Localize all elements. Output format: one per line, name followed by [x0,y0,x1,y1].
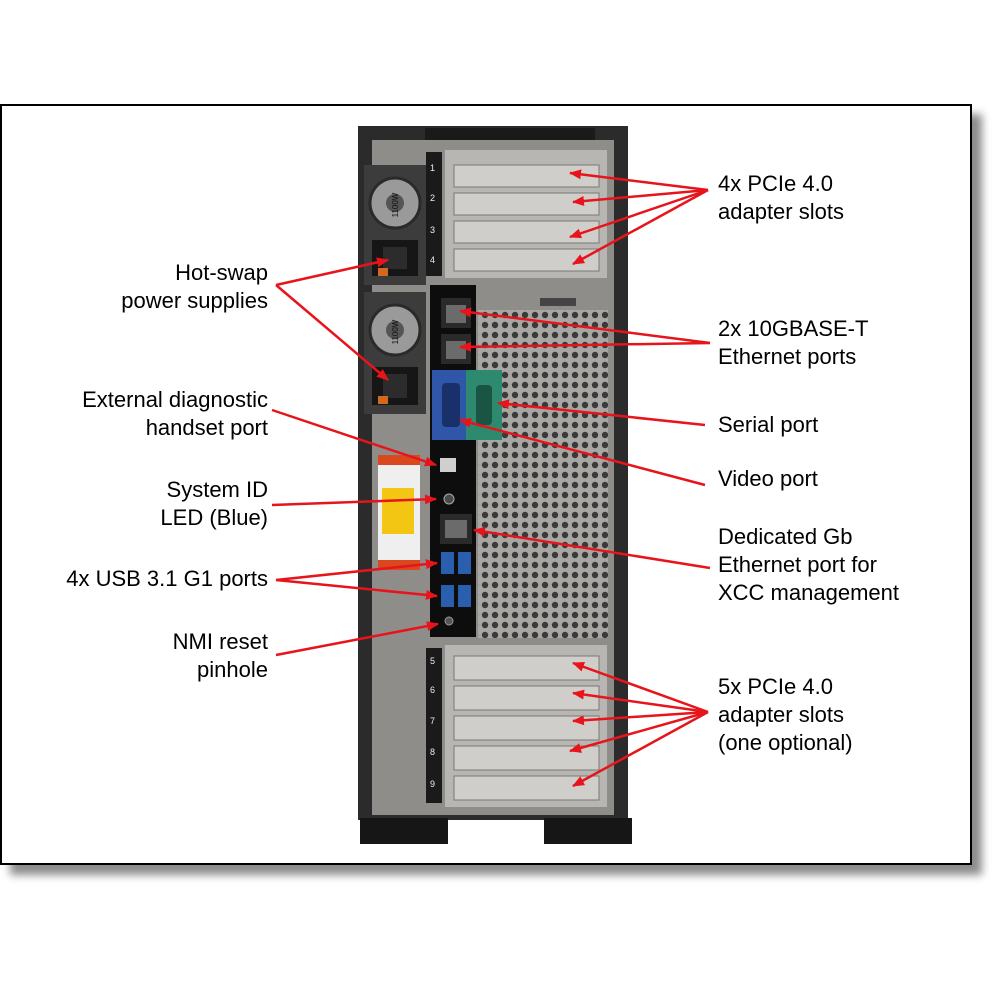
nmi-pinhole [444,616,454,626]
callout-arrows [271,169,711,788]
usb-port-4 [458,585,471,607]
slot-number-7: 7 [430,716,435,726]
slot-number-3: 3 [430,225,435,235]
rating-labels [378,455,420,570]
system-id-led [443,493,455,505]
slot-number-6: 6 [430,685,435,695]
slot-number-1: 1 [430,163,435,173]
vent-grid [478,310,608,638]
power-supply-2: 1100W [364,292,426,414]
slot-number-2: 2 [430,193,435,203]
usb-port-1 [441,552,454,574]
power-supply-1: 1100W [364,165,426,285]
label-video-port: Video port [718,466,818,491]
slot-number-4: 4 [430,255,435,265]
label-serial-port: Serial port [718,412,819,437]
psu-rating-label: 1100W [391,192,400,217]
psu-release-tab [378,396,388,404]
left-foot [360,818,448,844]
usb-port-3 [441,585,454,607]
psu-rating-label: 1100W [391,319,400,344]
slot-number-5: 5 [430,656,435,666]
vent-slot [540,298,576,306]
pcie-slots-top: 1 2 3 4 [426,150,607,278]
slot-number-8: 8 [430,747,435,757]
psu-release-tab [378,268,388,276]
diagnostic-handset-port [440,458,456,472]
right-foot [544,818,632,844]
usb-port-2 [458,552,471,574]
slot-number-9: 9 [430,779,435,789]
label-usb-ports: 4x USB 3.1 G1 ports [66,566,268,591]
